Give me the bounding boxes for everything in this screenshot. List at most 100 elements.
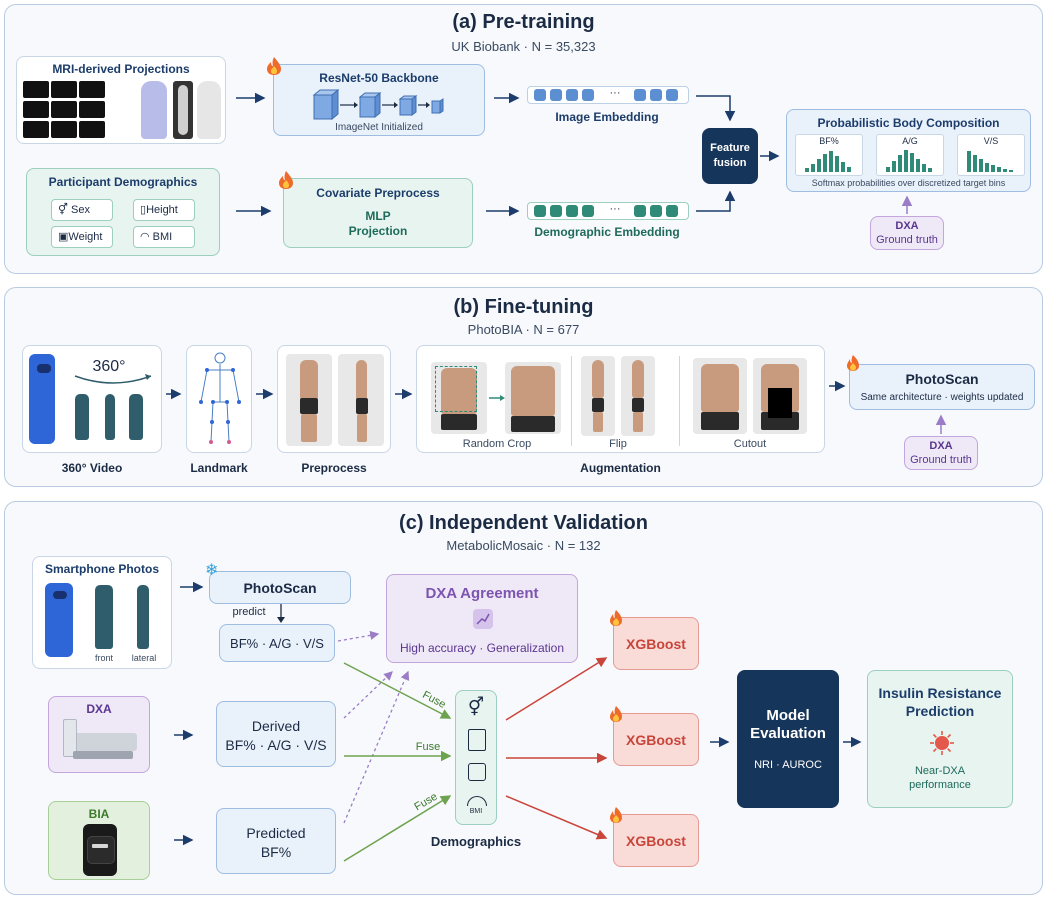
probabilistic-body-composition-box: Probabilistic Body Composition BF% A/G V… (786, 109, 1031, 192)
eval-sub: NRI · AUROC (754, 759, 822, 771)
ag-bars (886, 150, 932, 172)
prob-caption: Softmax probabilities over discretized t… (811, 178, 1006, 188)
arrow (696, 190, 736, 212)
xgboost-label: XGBoost (626, 732, 686, 748)
ir-line2: Prediction (905, 703, 975, 719)
mri-body-projection (141, 81, 167, 139)
dxa-scanner-base (73, 751, 133, 759)
person-front (95, 585, 113, 649)
gender-icon: ⚥ (467, 697, 485, 717)
eval-line2: Evaluation (750, 725, 826, 742)
preprocess-photo-front (286, 354, 332, 446)
vs-bars (967, 151, 1013, 172)
scale-icon (468, 763, 486, 781)
lateral-label: lateral (131, 653, 157, 663)
bin-label-vs: V/S (983, 136, 999, 146)
insulin-resistance-box: Insulin Resistance Prediction Near-DXA p… (867, 670, 1013, 808)
ellipsis: ··· (609, 87, 621, 99)
fire-icon (266, 56, 282, 76)
bin-label-ag: A/G (902, 136, 918, 146)
front-label: front (94, 653, 113, 663)
aug-label-cutout: Cutout (733, 438, 767, 450)
derived-line1: Derived (251, 718, 301, 734)
mri-slice-grid (23, 81, 107, 139)
mlp-line2: Projection (348, 224, 408, 238)
image-embedding-tokens: ··· (527, 86, 689, 104)
participant-demographics-box: Participant Demographics ⚥ Sex ▯Height ▣… (26, 168, 220, 256)
dxa-title: DXA (929, 440, 953, 452)
crop-arrow (489, 395, 505, 401)
ir-sub1: Near-DXA (914, 765, 966, 777)
xgboost-box-1: XGBoost (613, 617, 699, 670)
ellipsis: ··· (609, 203, 621, 215)
smartphone-icon (29, 354, 55, 444)
aug-divider (679, 356, 680, 446)
resnet-backbone-box: ResNet-50 Backbone ImageNet Initialized (273, 64, 485, 136)
crop-region (435, 366, 477, 412)
step-label-augmentation: Augmentation (580, 461, 661, 475)
height-icon (468, 729, 486, 751)
flip-photo-right (621, 356, 655, 436)
finetuning-subtitle: PhotoBIA · N = 677 (467, 322, 580, 337)
phones-title: Smartphone Photos (44, 562, 159, 576)
dxa-device-label: DXA (86, 702, 112, 716)
mri-body-projection (197, 81, 221, 139)
cutout-photo-original (693, 358, 747, 434)
resnet-layer-stack (312, 88, 444, 121)
dxa-ground-truth-box-a: DXA Ground truth (870, 216, 944, 250)
xgboost-box-2: XGBoost (613, 713, 699, 766)
histogram-ag: A/G (876, 134, 944, 176)
bf-bars (805, 151, 851, 172)
preprocess-box (277, 345, 391, 453)
snowflake-icon: ❄ (205, 562, 219, 579)
step-label-preprocess: Preprocess (301, 461, 367, 475)
person-figure (129, 394, 143, 440)
preprocess-photo-side (338, 354, 384, 446)
arrow (696, 95, 736, 122)
ir-line1: Insulin Resistance (878, 685, 1002, 701)
mlp-line1: MLP (365, 209, 391, 223)
smartphone-icon (45, 583, 73, 657)
photoscan-finetune-box: PhotoScan Same architecture · weights up… (849, 364, 1035, 410)
aug-divider (571, 356, 572, 446)
feature-fusion-box: Feature fusion (702, 128, 758, 184)
model-evaluation-box: Model Evaluation NRI · AUROC (737, 670, 839, 808)
virus-icon (930, 731, 954, 755)
video-360-box: 360° (22, 345, 162, 453)
dxa-scanner (65, 733, 137, 751)
covariate-preprocess-box: Covariate Preprocess MLP Projection (283, 178, 473, 248)
xgboost-box-3: XGBoost (613, 814, 699, 867)
arrow (343, 795, 452, 862)
eval-line1: Model (766, 707, 810, 724)
augmentation-box: Random Crop Flip Cutout (416, 345, 825, 453)
demographics-label: Demographics (430, 834, 522, 849)
step-label-landmark: Landmark (190, 461, 248, 475)
fire-icon (609, 806, 623, 824)
fire-icon (609, 705, 623, 723)
fire-icon (609, 609, 623, 627)
predict-label: predict (232, 606, 266, 618)
photoscan-title: PhotoScan (905, 371, 979, 387)
chip-bmi: ◠ BMI (133, 226, 195, 248)
validation-title: (c) Independent Validation (399, 512, 648, 534)
pretraining-subtitle: UK Biobank · N = 35,323 (451, 39, 596, 54)
predict-arrow (277, 604, 285, 623)
demographic-embedding-tokens: ··· (527, 202, 689, 220)
smartwatch-icon (83, 824, 117, 876)
prob-title: Probabilistic Body Composition (817, 116, 1000, 130)
mri-body-projection (173, 81, 193, 139)
chip-sex: ⚥ Sex (51, 199, 113, 221)
dxa-derived-box: Derived BF% · A/G · V/S (216, 701, 336, 767)
fire-icon (278, 170, 294, 190)
flip-photo-left (581, 356, 615, 436)
derived-line2: BF% · A/G · V/S (225, 737, 327, 753)
predicted-line1: Predicted (246, 825, 306, 841)
degrees-label: 360° (92, 358, 126, 375)
dxa-scanner-arm (63, 719, 77, 757)
chart-icon (473, 609, 493, 629)
photoscan-output-text: BF% · A/G · V/S (230, 636, 324, 651)
dxa-ground-truth-box-b: DXA Ground truth (904, 436, 978, 470)
bia-predicted-box: Predicted BF% (216, 808, 336, 874)
arrow (337, 630, 380, 642)
pretraining-title: (a) Pre-training (452, 11, 595, 33)
